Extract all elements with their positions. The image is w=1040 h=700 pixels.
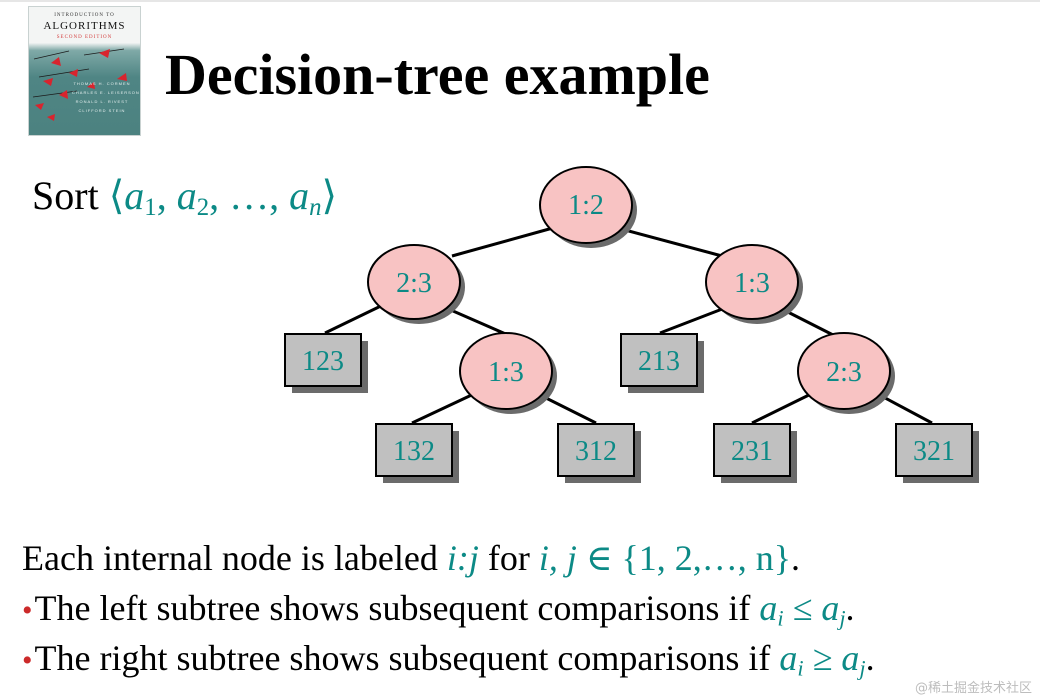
node-label: 1:2 xyxy=(568,190,604,221)
leaf-box xyxy=(375,423,453,477)
var-a: a xyxy=(759,588,778,628)
var-a: a xyxy=(841,638,860,678)
internal-node-left-right: 1:3 xyxy=(459,332,557,414)
leaf-label: 231 xyxy=(731,436,773,467)
leaf-label: 132 xyxy=(393,436,435,467)
node-ellipse xyxy=(797,332,891,410)
cover-title: ALGORITHMS xyxy=(43,20,126,32)
book-cover-image: INTRODUCTION TO ALGORITHMS SECOND EDITIO… xyxy=(28,6,141,136)
var-a: a xyxy=(779,638,798,678)
decision-tree: 1:2 2:3 1:3 1:3 2:3 123 213 132 312 xyxy=(284,166,979,483)
period: . xyxy=(845,588,855,628)
internal-node-left: 2:3 xyxy=(367,244,465,324)
text-run: The left subtree shows subsequent compar… xyxy=(34,588,760,628)
text-run: Each internal node is labeled xyxy=(22,538,447,578)
internal-node-root: 1:2 xyxy=(539,166,637,248)
relation-left: ai ≤ aj xyxy=(759,588,846,631)
leaf-312: 312 xyxy=(557,423,641,483)
var-a: a xyxy=(821,588,840,628)
leaf-231: 231 xyxy=(713,423,797,483)
explanation-line-2: •The left subtree shows subsequent compa… xyxy=(22,586,855,633)
leaf-321: 321 xyxy=(895,423,979,483)
explanation-line-1: Each internal node is labeled i:j for i,… xyxy=(22,536,800,580)
leaf-132: 132 xyxy=(375,423,459,483)
open-angle: ⟨ xyxy=(108,173,125,218)
bullet-point: • xyxy=(22,594,33,627)
explanation-line-3: •The right subtree shows subsequent comp… xyxy=(22,636,875,683)
node-label: 2:3 xyxy=(396,268,432,299)
node-ellipse xyxy=(459,332,553,410)
leaf-box xyxy=(713,423,791,477)
sequence-expression: ⟨a1, a2, …, an⟩ xyxy=(108,173,338,222)
leaf-label: 321 xyxy=(913,436,955,467)
leaf-label: 312 xyxy=(575,436,617,467)
bullet-point: • xyxy=(22,644,33,677)
period: . xyxy=(865,638,875,678)
node-label-notation: i:j xyxy=(446,538,479,578)
mobile-sculpture-art xyxy=(32,48,127,121)
text-run: The right subtree shows subsequent compa… xyxy=(34,638,780,678)
internal-node-right: 1:3 xyxy=(705,244,803,324)
sort-sequence: Sort ⟨a1, a2, …, an⟩ xyxy=(32,172,337,220)
node-label: 1:3 xyxy=(488,357,524,388)
separator: , xyxy=(156,173,177,218)
close-angle: ⟩ xyxy=(321,173,338,218)
leaf-123: 123 xyxy=(284,333,368,393)
index-1: 1 xyxy=(144,194,157,222)
node-ellipse xyxy=(367,244,461,320)
var-a: a xyxy=(124,173,145,218)
top-rule xyxy=(0,0,1040,2)
index-set: {1, 2,…, n} xyxy=(621,538,792,578)
watermark: @稀土掘金技术社区 xyxy=(914,681,1032,696)
ellipsis: …, xyxy=(229,173,290,218)
index-variables: i, j xyxy=(538,538,577,578)
leaf-box xyxy=(284,333,362,387)
edge-root-left xyxy=(451,224,561,258)
slide-title: Decision-tree example xyxy=(165,42,710,107)
leaf-label: 123 xyxy=(302,346,344,377)
var-a: a xyxy=(289,173,310,218)
leaf-box xyxy=(895,423,973,477)
edge-13b-left xyxy=(411,390,479,425)
index-2: 2 xyxy=(196,194,210,222)
internal-node-right-right: 2:3 xyxy=(797,332,895,414)
var-a: a xyxy=(176,173,197,218)
leaf-213: 213 xyxy=(620,333,704,393)
node-label: 2:3 xyxy=(826,357,862,388)
leaf-box xyxy=(557,423,635,477)
cover-kicker: INTRODUCTION TO xyxy=(54,13,115,18)
relation-right: ai ≥ aj xyxy=(779,638,866,681)
node-label: 1:3 xyxy=(734,268,770,299)
leaf-label: 213 xyxy=(638,346,680,377)
edge-13-left xyxy=(659,304,731,335)
cover-edition: SECOND EDITION xyxy=(56,35,113,40)
edge-23b-left xyxy=(751,390,816,425)
cover-authors: THOMAS H. CORMEN CHARLES E. LEISERSON RO… xyxy=(72,81,140,113)
sort-word: Sort xyxy=(32,173,99,218)
element-of-symbol: ∈ xyxy=(576,538,622,578)
leaf-box xyxy=(620,333,698,387)
period: . xyxy=(791,538,801,578)
index-n: n xyxy=(309,194,322,222)
node-ellipse xyxy=(539,166,633,244)
text-run: for xyxy=(478,538,539,578)
edge-23-left xyxy=(324,302,386,335)
separator: , xyxy=(209,173,230,218)
node-ellipse xyxy=(705,244,799,320)
